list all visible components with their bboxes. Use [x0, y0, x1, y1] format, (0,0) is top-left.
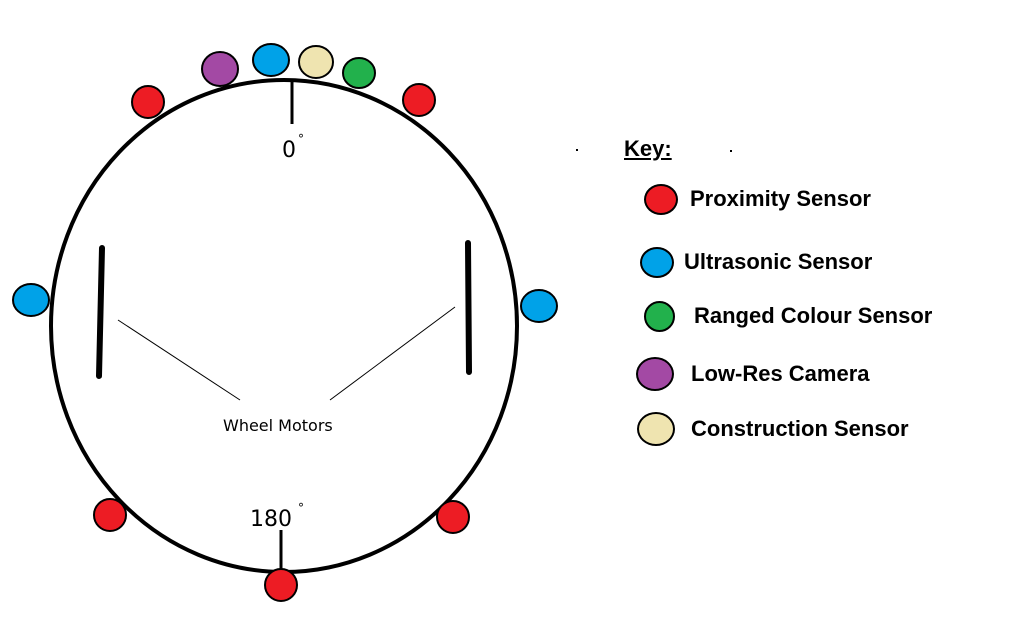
wheel-motor-pointer-right: [329, 306, 456, 401]
ranged-colour-sensor-front: [342, 57, 376, 89]
ultrasonic-sensor-right: [520, 289, 558, 323]
key-label-ranged-colour: Ranged Colour Sensor: [694, 303, 933, 328]
key-swatch-camera: [636, 357, 674, 391]
key-item-ranged-colour: Ranged Colour Sensor: [644, 298, 932, 334]
key-swatch-construction: [637, 412, 675, 446]
key-item-proximity: Proximity Sensor: [644, 181, 871, 217]
key-item-camera: Low-Res Camera: [636, 356, 870, 392]
proximity-sensor-front-right: [402, 83, 436, 117]
key-swatch-ranged-colour: [644, 300, 675, 332]
key-item-ultrasonic: Ultrasonic Sensor: [640, 244, 872, 280]
key-swatch-ultrasonic: [640, 246, 674, 278]
left-wheel-motor: [96, 245, 105, 379]
speck: [730, 150, 732, 152]
key-label-construction: Construction Sensor: [691, 416, 909, 441]
speck: [576, 149, 578, 151]
angle-0-degree-symbol: °: [298, 132, 304, 146]
camera-sensor-front: [201, 51, 239, 87]
angle-180-degree-symbol: °: [298, 501, 304, 515]
ultrasonic-sensor-left: [12, 283, 50, 317]
key-item-construction: Construction Sensor: [637, 411, 909, 447]
construction-sensor-front: [298, 45, 334, 79]
angle-0-label: 0: [282, 138, 296, 163]
wheel-motors-label: Wheel Motors: [223, 416, 333, 435]
ultrasonic-sensor-front: [252, 43, 290, 77]
right-wheel-motor: [465, 240, 472, 375]
proximity-sensor-front-left: [131, 85, 165, 119]
wheel-motor-pointer-left: [117, 319, 241, 401]
proximity-sensor-rear-left: [93, 498, 127, 532]
key-swatch-proximity: [644, 183, 678, 215]
key-label-proximity: Proximity Sensor: [690, 186, 871, 211]
proximity-sensor-rear-right: [436, 500, 470, 534]
key-title: Key:: [624, 136, 672, 161]
sensor-group: [12, 43, 558, 602]
key-label-camera: Low-Res Camera: [691, 361, 870, 386]
proximity-sensor-rear: [264, 568, 298, 602]
key-label-ultrasonic: Ultrasonic Sensor: [684, 249, 873, 274]
angle-180-label: 180: [250, 507, 292, 532]
